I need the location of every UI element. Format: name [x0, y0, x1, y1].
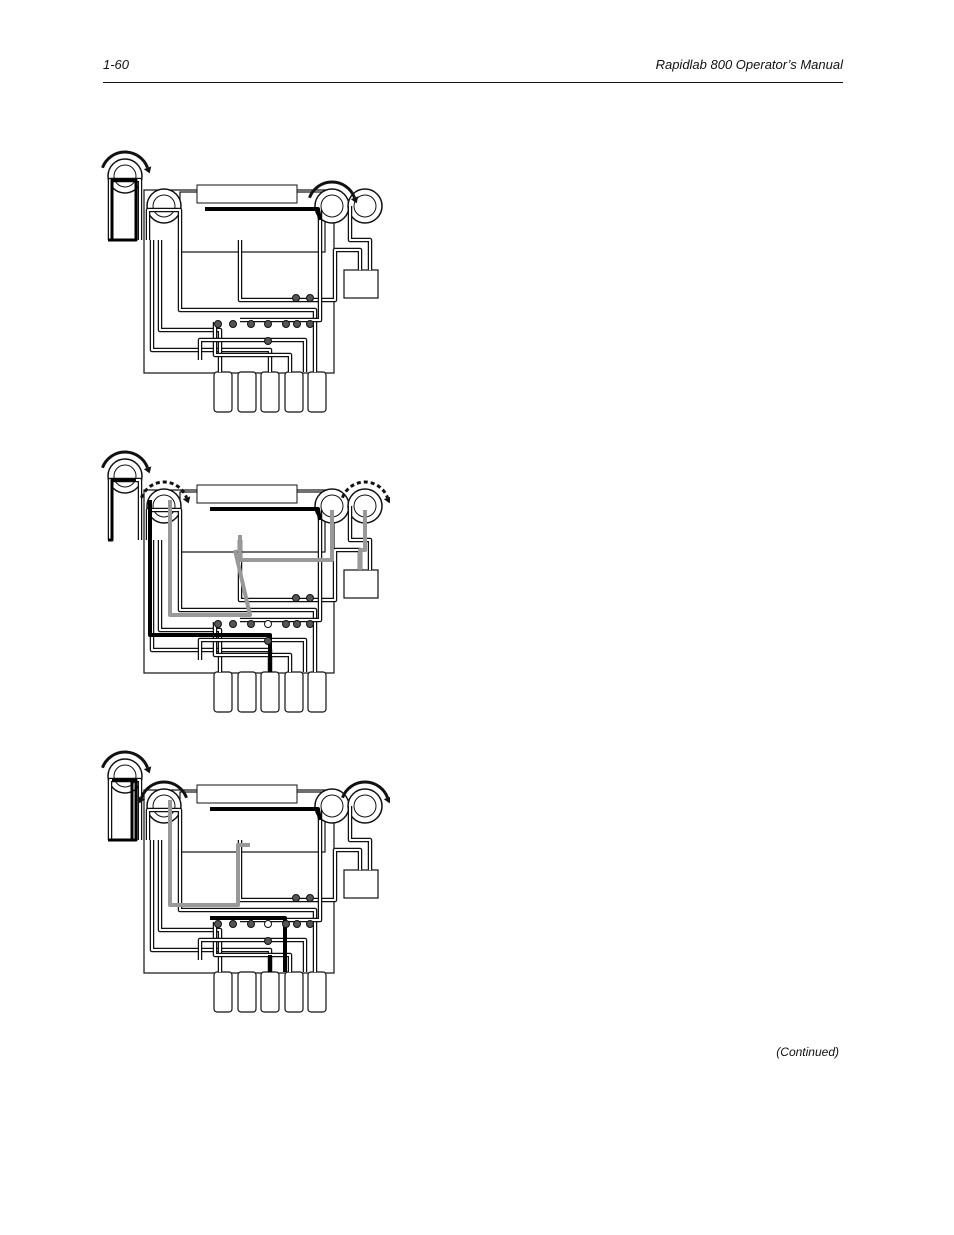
pump-right-b-icon	[348, 789, 382, 823]
sensor-cover	[197, 485, 297, 503]
reagent-bottle	[285, 372, 303, 412]
valve-icon	[215, 921, 222, 928]
valve-icon	[307, 921, 314, 928]
waste-container	[344, 870, 378, 898]
header-rule	[103, 82, 843, 83]
pump-mid-icon	[147, 789, 181, 823]
reagent-bottle	[308, 372, 326, 412]
reagent-bottle	[238, 972, 256, 1012]
reagent-bottle	[308, 672, 326, 712]
fluid-diagram-1	[100, 140, 390, 422]
valve-icon	[307, 621, 314, 628]
pump-mid-icon	[147, 189, 181, 223]
reagent-bottle	[261, 372, 279, 412]
valve-icon	[294, 621, 301, 628]
reagent-bottle	[261, 972, 279, 1012]
valve-icon	[283, 621, 290, 628]
fluid-diagram-3	[100, 740, 390, 1022]
valve-icon	[293, 595, 300, 602]
valve-icon	[293, 895, 300, 902]
pump-mid-icon	[147, 489, 181, 523]
valve-icon	[230, 621, 237, 628]
valve-icon	[293, 295, 300, 302]
waste-container	[344, 570, 378, 598]
reagent-bottle	[238, 372, 256, 412]
valve-icon	[294, 921, 301, 928]
reagent-bottle	[285, 972, 303, 1012]
valve-icon	[230, 921, 237, 928]
valve-icon	[265, 638, 272, 645]
waste-container	[344, 270, 378, 298]
continued-note: (Continued)	[776, 1045, 839, 1059]
reagent-bottle	[214, 672, 232, 712]
valve-icon	[307, 321, 314, 328]
page-number: 1-60	[103, 57, 129, 72]
reagent-bottle	[214, 372, 232, 412]
manual-title: Rapidlab 800 Operator’s Manual	[656, 57, 843, 72]
valve-icon	[307, 595, 314, 602]
sensor-cover	[197, 185, 297, 203]
valve-icon	[265, 938, 272, 945]
reagent-bottle	[214, 972, 232, 1012]
valve-icon	[265, 321, 272, 328]
sensor-cover	[197, 785, 297, 803]
valve-icon	[215, 321, 222, 328]
valve-icon	[307, 295, 314, 302]
page-header: 1-60 Rapidlab 800 Operator’s Manual	[103, 57, 843, 77]
valve-icon	[294, 321, 301, 328]
valve-icon	[215, 621, 222, 628]
fluid-diagram-2	[100, 440, 390, 722]
reagent-bottle	[285, 672, 303, 712]
valve-icon	[248, 921, 255, 928]
valve-icon	[265, 338, 272, 345]
valve-icon	[283, 321, 290, 328]
valve-icon	[283, 921, 290, 928]
valve-icon	[230, 321, 237, 328]
valve-icon	[248, 621, 255, 628]
valve-icon	[248, 321, 255, 328]
reagent-bottle	[238, 672, 256, 712]
valve-icon	[307, 895, 314, 902]
valve-icon	[265, 921, 272, 928]
reagent-bottle	[308, 972, 326, 1012]
reagent-bottle	[261, 672, 279, 712]
valve-icon	[265, 621, 272, 628]
